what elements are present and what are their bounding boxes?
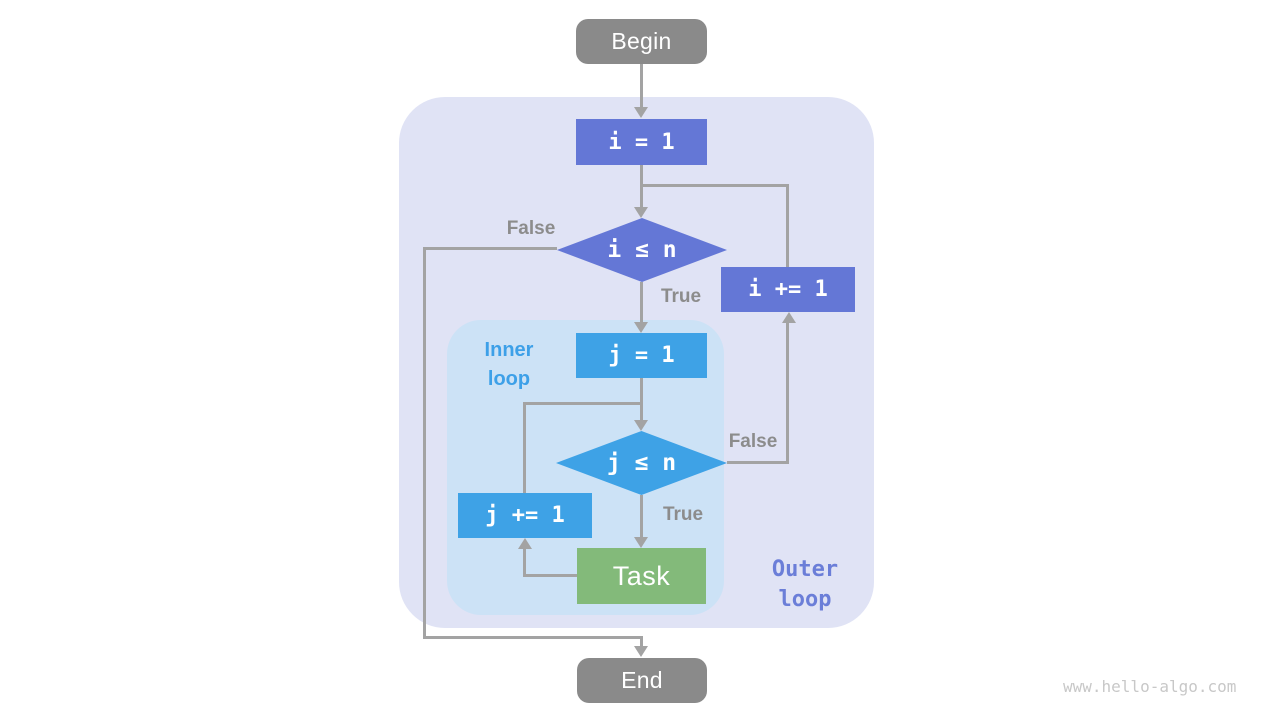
edge-cond-j-true-vertical bbox=[640, 495, 643, 537]
branch-label-outer-true: True bbox=[660, 286, 702, 307]
increment-j-node-label: j += 1 bbox=[485, 503, 565, 528]
end-node-label: End bbox=[621, 667, 663, 693]
arrowhead-into-init-i bbox=[634, 107, 648, 118]
task-node: Task bbox=[577, 548, 706, 604]
edge-begin-to-init-i bbox=[640, 64, 643, 107]
arrowhead-into-inc-j bbox=[518, 538, 532, 549]
edge-task-to-inc-j-horizontal bbox=[524, 574, 578, 577]
arrowhead-into-cond-i bbox=[634, 207, 648, 218]
end-node: End bbox=[577, 658, 707, 703]
arrowhead-into-end bbox=[634, 646, 648, 657]
edge-init-j-to-cond-j bbox=[640, 378, 643, 420]
increment-i-node-label: i += 1 bbox=[748, 277, 828, 302]
site-watermark: www.hello-algo.com bbox=[1063, 677, 1237, 696]
outer-loop-region-label: Outer loop bbox=[771, 557, 839, 612]
outer-condition-label: i ≤ n bbox=[607, 237, 677, 263]
branch-label-outer-false: False bbox=[506, 218, 556, 239]
arrowhead-into-cond-j bbox=[634, 420, 648, 431]
begin-node: Begin bbox=[576, 19, 707, 64]
edge-false-left-vertical bbox=[423, 247, 426, 639]
begin-node-label: Begin bbox=[611, 28, 672, 54]
branch-label-inner-false: False bbox=[728, 431, 778, 452]
edge-cond-i-true-vertical bbox=[640, 282, 643, 322]
arrowhead-into-inc-i bbox=[782, 312, 796, 323]
edge-false-bottom-horizontal bbox=[423, 636, 643, 639]
branch-label-inner-true: True bbox=[662, 504, 704, 525]
edge-merge-inc-i-horizontal bbox=[640, 184, 789, 187]
arrowhead-into-task bbox=[634, 537, 648, 548]
increment-j-node: j += 1 bbox=[458, 493, 592, 538]
edge-inc-j-merge-horizontal bbox=[523, 402, 643, 405]
edge-cond-j-false-horizontal bbox=[727, 461, 789, 464]
edge-false-right-vertical bbox=[786, 323, 789, 464]
init-j-node: j = 1 bbox=[576, 333, 707, 378]
task-node-label: Task bbox=[612, 560, 671, 591]
edge-cond-i-false-horizontal bbox=[423, 247, 557, 250]
edge-inc-j-up-vertical bbox=[523, 402, 526, 493]
edge-into-end-vertical bbox=[640, 636, 643, 646]
edge-inc-i-up-vertical bbox=[786, 184, 789, 267]
arrowhead-into-init-j bbox=[634, 322, 648, 333]
inner-loop-region-label: Inner loop bbox=[484, 339, 534, 390]
inner-condition-label: j ≤ n bbox=[606, 450, 677, 476]
init-i-node-label: i = 1 bbox=[608, 129, 675, 155]
edge-task-to-inc-j-vertical bbox=[523, 549, 526, 577]
init-i-node: i = 1 bbox=[576, 119, 707, 165]
increment-i-node: i += 1 bbox=[721, 267, 855, 312]
init-j-node-label: j = 1 bbox=[608, 343, 675, 368]
